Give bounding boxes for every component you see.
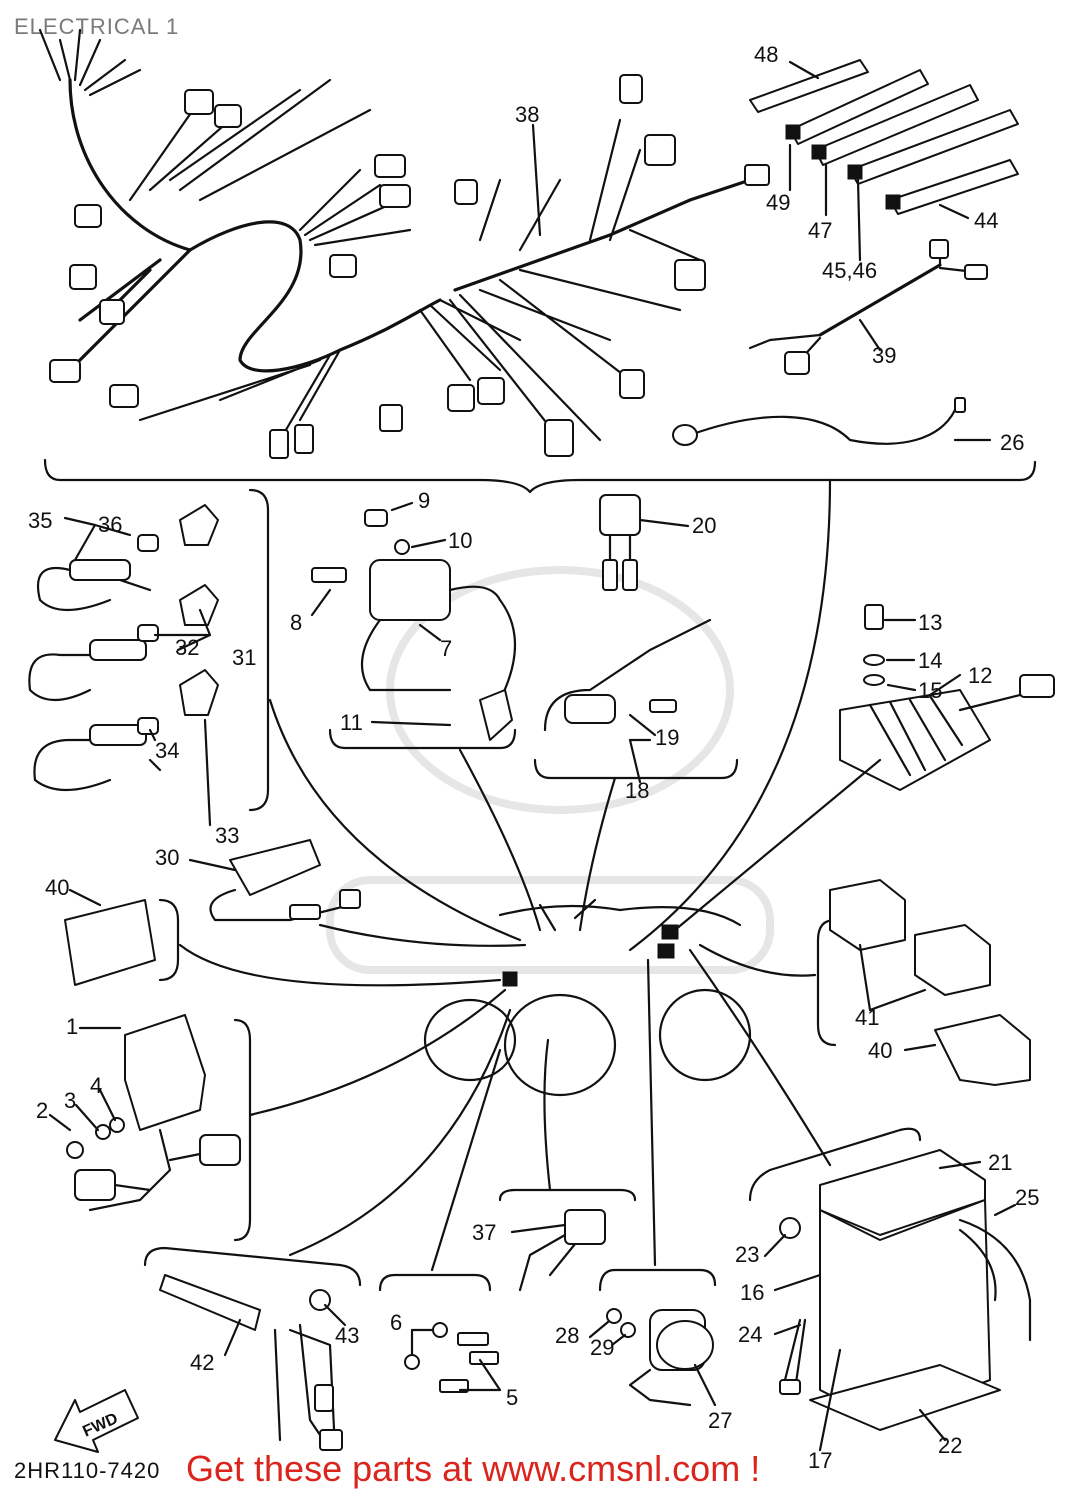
sensor-30 (209, 839, 361, 922)
callout-19: 19 (655, 725, 679, 750)
ignition-coil-group (311, 509, 517, 750)
callout-labels: 48 49 47 44 45,46 38 39 26 35 36 32 31 3… (28, 42, 1039, 1473)
callout-14: 14 (918, 648, 942, 673)
battery-group (748, 1127, 1032, 1431)
callout-9: 9 (418, 488, 430, 513)
resistor-37 (498, 1188, 637, 1292)
callout-4: 4 (90, 1073, 102, 1098)
callout-27: 27 (708, 1408, 732, 1433)
callout-11: 11 (340, 710, 363, 735)
callout-leaders (48, 60, 1017, 1452)
callout-16: 16 (740, 1280, 764, 1305)
callout-18: 18 (625, 778, 649, 803)
callout-31: 31 (232, 645, 256, 670)
callout-30: 30 (155, 845, 179, 870)
callout-35: 35 (28, 508, 52, 533)
callout-25: 25 (1015, 1185, 1039, 1210)
leader-lines (178, 478, 882, 1272)
callout-40-right: 40 (868, 1038, 892, 1063)
cdi-unit-group (66, 1014, 252, 1242)
callout-22: 22 (938, 1433, 962, 1458)
diagram-code: 2HR110-7420 (14, 1458, 161, 1483)
callout-20: 20 (692, 513, 716, 538)
callout-28: 28 (555, 1323, 579, 1348)
callout-24: 24 (738, 1322, 762, 1347)
callout-5: 5 (506, 1385, 518, 1410)
callout-17: 17 (808, 1448, 832, 1473)
callout-49: 49 (766, 190, 790, 215)
callout-6: 6 (390, 1310, 402, 1335)
callout-36: 36 (98, 512, 122, 537)
callout-39: 39 (872, 343, 896, 368)
callout-45-46: 45,46 (822, 258, 877, 283)
fuse-holder-group (143, 1246, 362, 1452)
bolts-5-6 (378, 1273, 499, 1393)
callout-8: 8 (290, 610, 302, 635)
relay-group (533, 494, 739, 780)
callout-15: 15 (918, 678, 942, 703)
callout-38: 38 (515, 102, 539, 127)
callout-40-left: 40 (45, 875, 69, 900)
callout-34: 34 (155, 738, 179, 763)
cap-40-left (64, 899, 156, 986)
callout-10: 10 (448, 528, 472, 553)
callout-1: 1 (66, 1014, 78, 1039)
wire-26 (672, 397, 966, 446)
callout-32: 32 (175, 635, 199, 660)
cable-ties (749, 59, 1019, 215)
brace-40-left (158, 898, 180, 982)
callout-29: 29 (590, 1335, 614, 1360)
callout-12: 12 (968, 663, 992, 688)
callout-13: 13 (918, 610, 942, 635)
promo-link[interactable]: Get these parts at www.cmsnl.com ! (186, 1448, 761, 1489)
frame-outline (423, 904, 752, 1097)
callout-33: 33 (215, 823, 239, 848)
callout-42: 42 (190, 1350, 214, 1375)
callout-43: 43 (335, 1323, 359, 1348)
callout-47: 47 (808, 218, 832, 243)
callout-21: 21 (988, 1150, 1012, 1175)
switch-group-left (28, 488, 270, 812)
callout-41: 41 (855, 1005, 879, 1030)
callout-44: 44 (974, 208, 998, 233)
callout-37: 37 (472, 1220, 496, 1245)
rectifier-group (839, 604, 1055, 791)
callout-48: 48 (754, 42, 778, 67)
callout-26: 26 (1000, 430, 1024, 455)
callout-7: 7 (440, 636, 452, 661)
connector-41-group (816, 879, 1031, 1086)
harness-brace (43, 458, 1037, 494)
horn-group (598, 1268, 717, 1407)
sub-harness-39 (748, 239, 988, 375)
forward-arrow-icon: FWD (54, 1389, 139, 1453)
callout-2: 2 (36, 1098, 48, 1123)
callout-3: 3 (64, 1088, 76, 1113)
callout-23: 23 (735, 1242, 759, 1267)
wire-harness (38, 28, 770, 459)
